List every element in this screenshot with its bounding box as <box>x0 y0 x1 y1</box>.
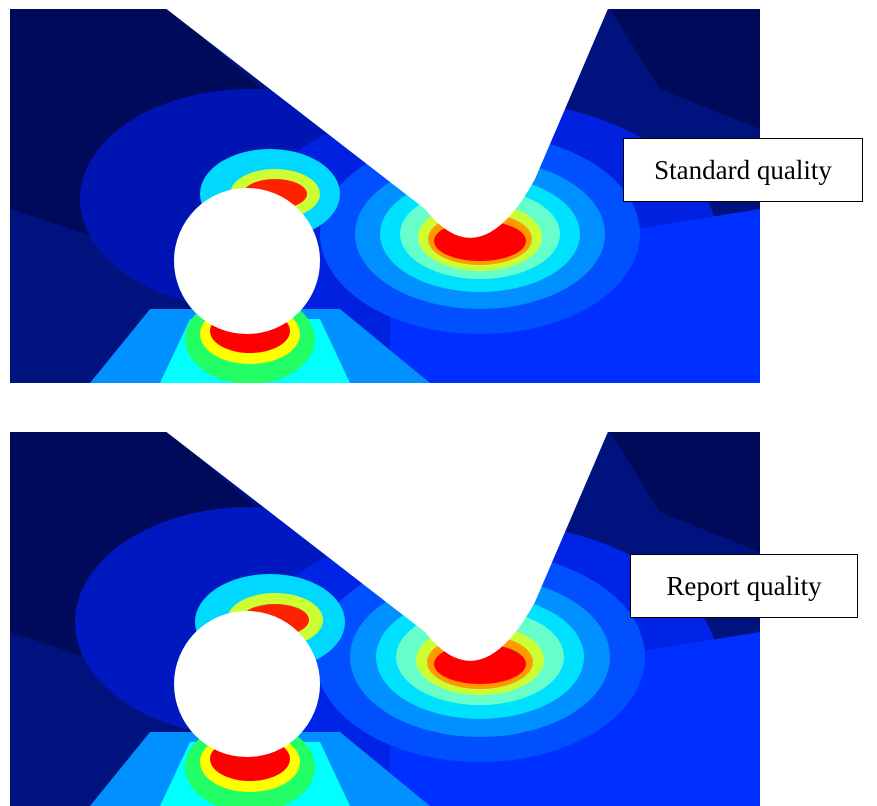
notch-cutout <box>166 432 608 661</box>
standard-quality-label: Standard quality <box>623 138 863 202</box>
report-quality-label: Report quality <box>630 554 858 618</box>
stress-contour-standard <box>10 9 760 383</box>
notch-cutout <box>166 9 608 238</box>
stress-contour-report <box>10 432 760 806</box>
stress-contour-standard-plot <box>10 9 760 383</box>
dark-zone-right <box>610 432 760 552</box>
stress-contour-report-plot <box>10 432 760 806</box>
hole-cutout <box>174 611 320 757</box>
hole-cutout <box>174 188 320 334</box>
dark-zone-right <box>610 9 760 129</box>
